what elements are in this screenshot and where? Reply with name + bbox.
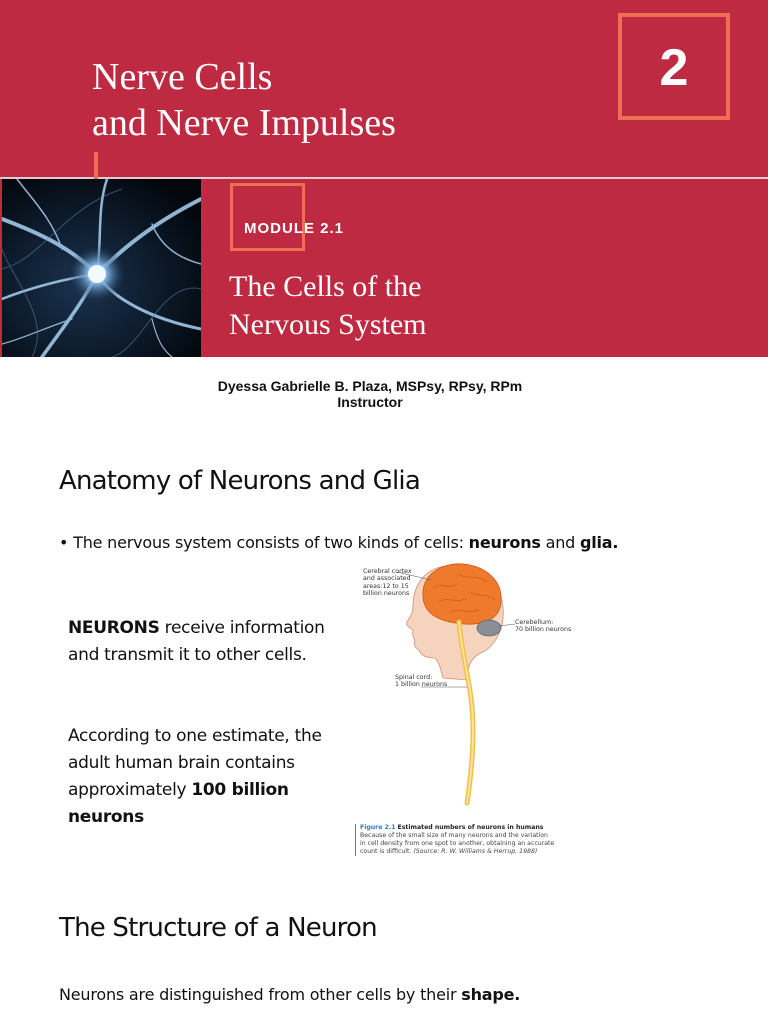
term-neurons: neurons (468, 533, 541, 552)
neurons-definition-text: receive information and transmit it to o… (68, 618, 325, 665)
banner-divider (0, 177, 768, 179)
section-heading-structure: The Structure of a Neuron (59, 913, 378, 943)
author-role: Instructor (337, 394, 403, 410)
chapter-title-line2: and Nerve Impulses (92, 102, 396, 144)
shape-text: Neurons are distinguished from other cel… (59, 985, 462, 1004)
chapter-number: 2 (659, 39, 689, 97)
estimate-bold: 100 billion neurons (68, 780, 289, 827)
bullet-text: The nervous system consists of two kinds… (73, 533, 469, 552)
caption-source: (Source: R. W. Williams & Herrup, 1988) (413, 848, 538, 855)
module-title-line1: The Cells of the (229, 270, 422, 303)
figure-caption: Figure 2.1 Estimated numbers of neurons … (355, 824, 555, 856)
module-box (230, 183, 305, 251)
paragraph-neurons-definition: NEURONS receive information and transmit… (68, 615, 358, 669)
chapter-title: Nerve Cells and Nerve Impulses (92, 54, 552, 146)
chapter-number-box (618, 13, 730, 120)
figure-neuron-counts: Cerebral cortex and associated areas:12 … (355, 558, 571, 868)
estimate-text: According to one estimate, the adult hum… (68, 726, 322, 800)
term-neurons-caps: NEURONS (68, 618, 160, 638)
module-title-line2: Nervous System (229, 308, 427, 341)
section-heading-anatomy: Anatomy of Neurons and Glia (59, 466, 421, 496)
term-shape: shape. (461, 985, 521, 1004)
accent-tick (94, 152, 98, 179)
paragraph-neuron-estimate: According to one estimate, the adult hum… (68, 723, 358, 831)
author-block: Dyessa Gabrielle B. Plaza, MSPsy, RPsy, … (0, 378, 740, 410)
paragraph-neuron-shape: Neurons are distinguished from other cel… (59, 985, 759, 1004)
chapter-banner (0, 0, 768, 177)
module-title: The Cells of the Nervous System (229, 268, 649, 344)
chapter-title-line1: Nerve Cells (92, 56, 273, 98)
head-brain-illustration (396, 563, 516, 806)
neuron-image (2, 179, 201, 357)
caption-title: Estimated numbers of neurons in humans (397, 824, 544, 831)
label-cerebellum: Cerebellum: 70 billion neurons (515, 619, 572, 634)
bullet-conj: and (540, 533, 580, 552)
caption-body: Because of the small size of many neuron… (360, 832, 555, 855)
label-spinal-cord: Spinal cord: 1 billion neurons (395, 674, 448, 689)
module-label: MODULE 2.1 (244, 220, 345, 237)
bullet-cell-kinds: • The nervous system consists of two kin… (59, 533, 759, 552)
term-glia: glia. (579, 533, 619, 552)
bullet-dot: • (59, 533, 69, 552)
label-cerebral-cortex: Cerebral cortex and associated areas:12 … (363, 568, 412, 597)
caption-number: Figure 2.1 (360, 824, 396, 831)
author-name: Dyessa Gabrielle B. Plaza, MSPsy, RPsy, … (217, 378, 523, 394)
